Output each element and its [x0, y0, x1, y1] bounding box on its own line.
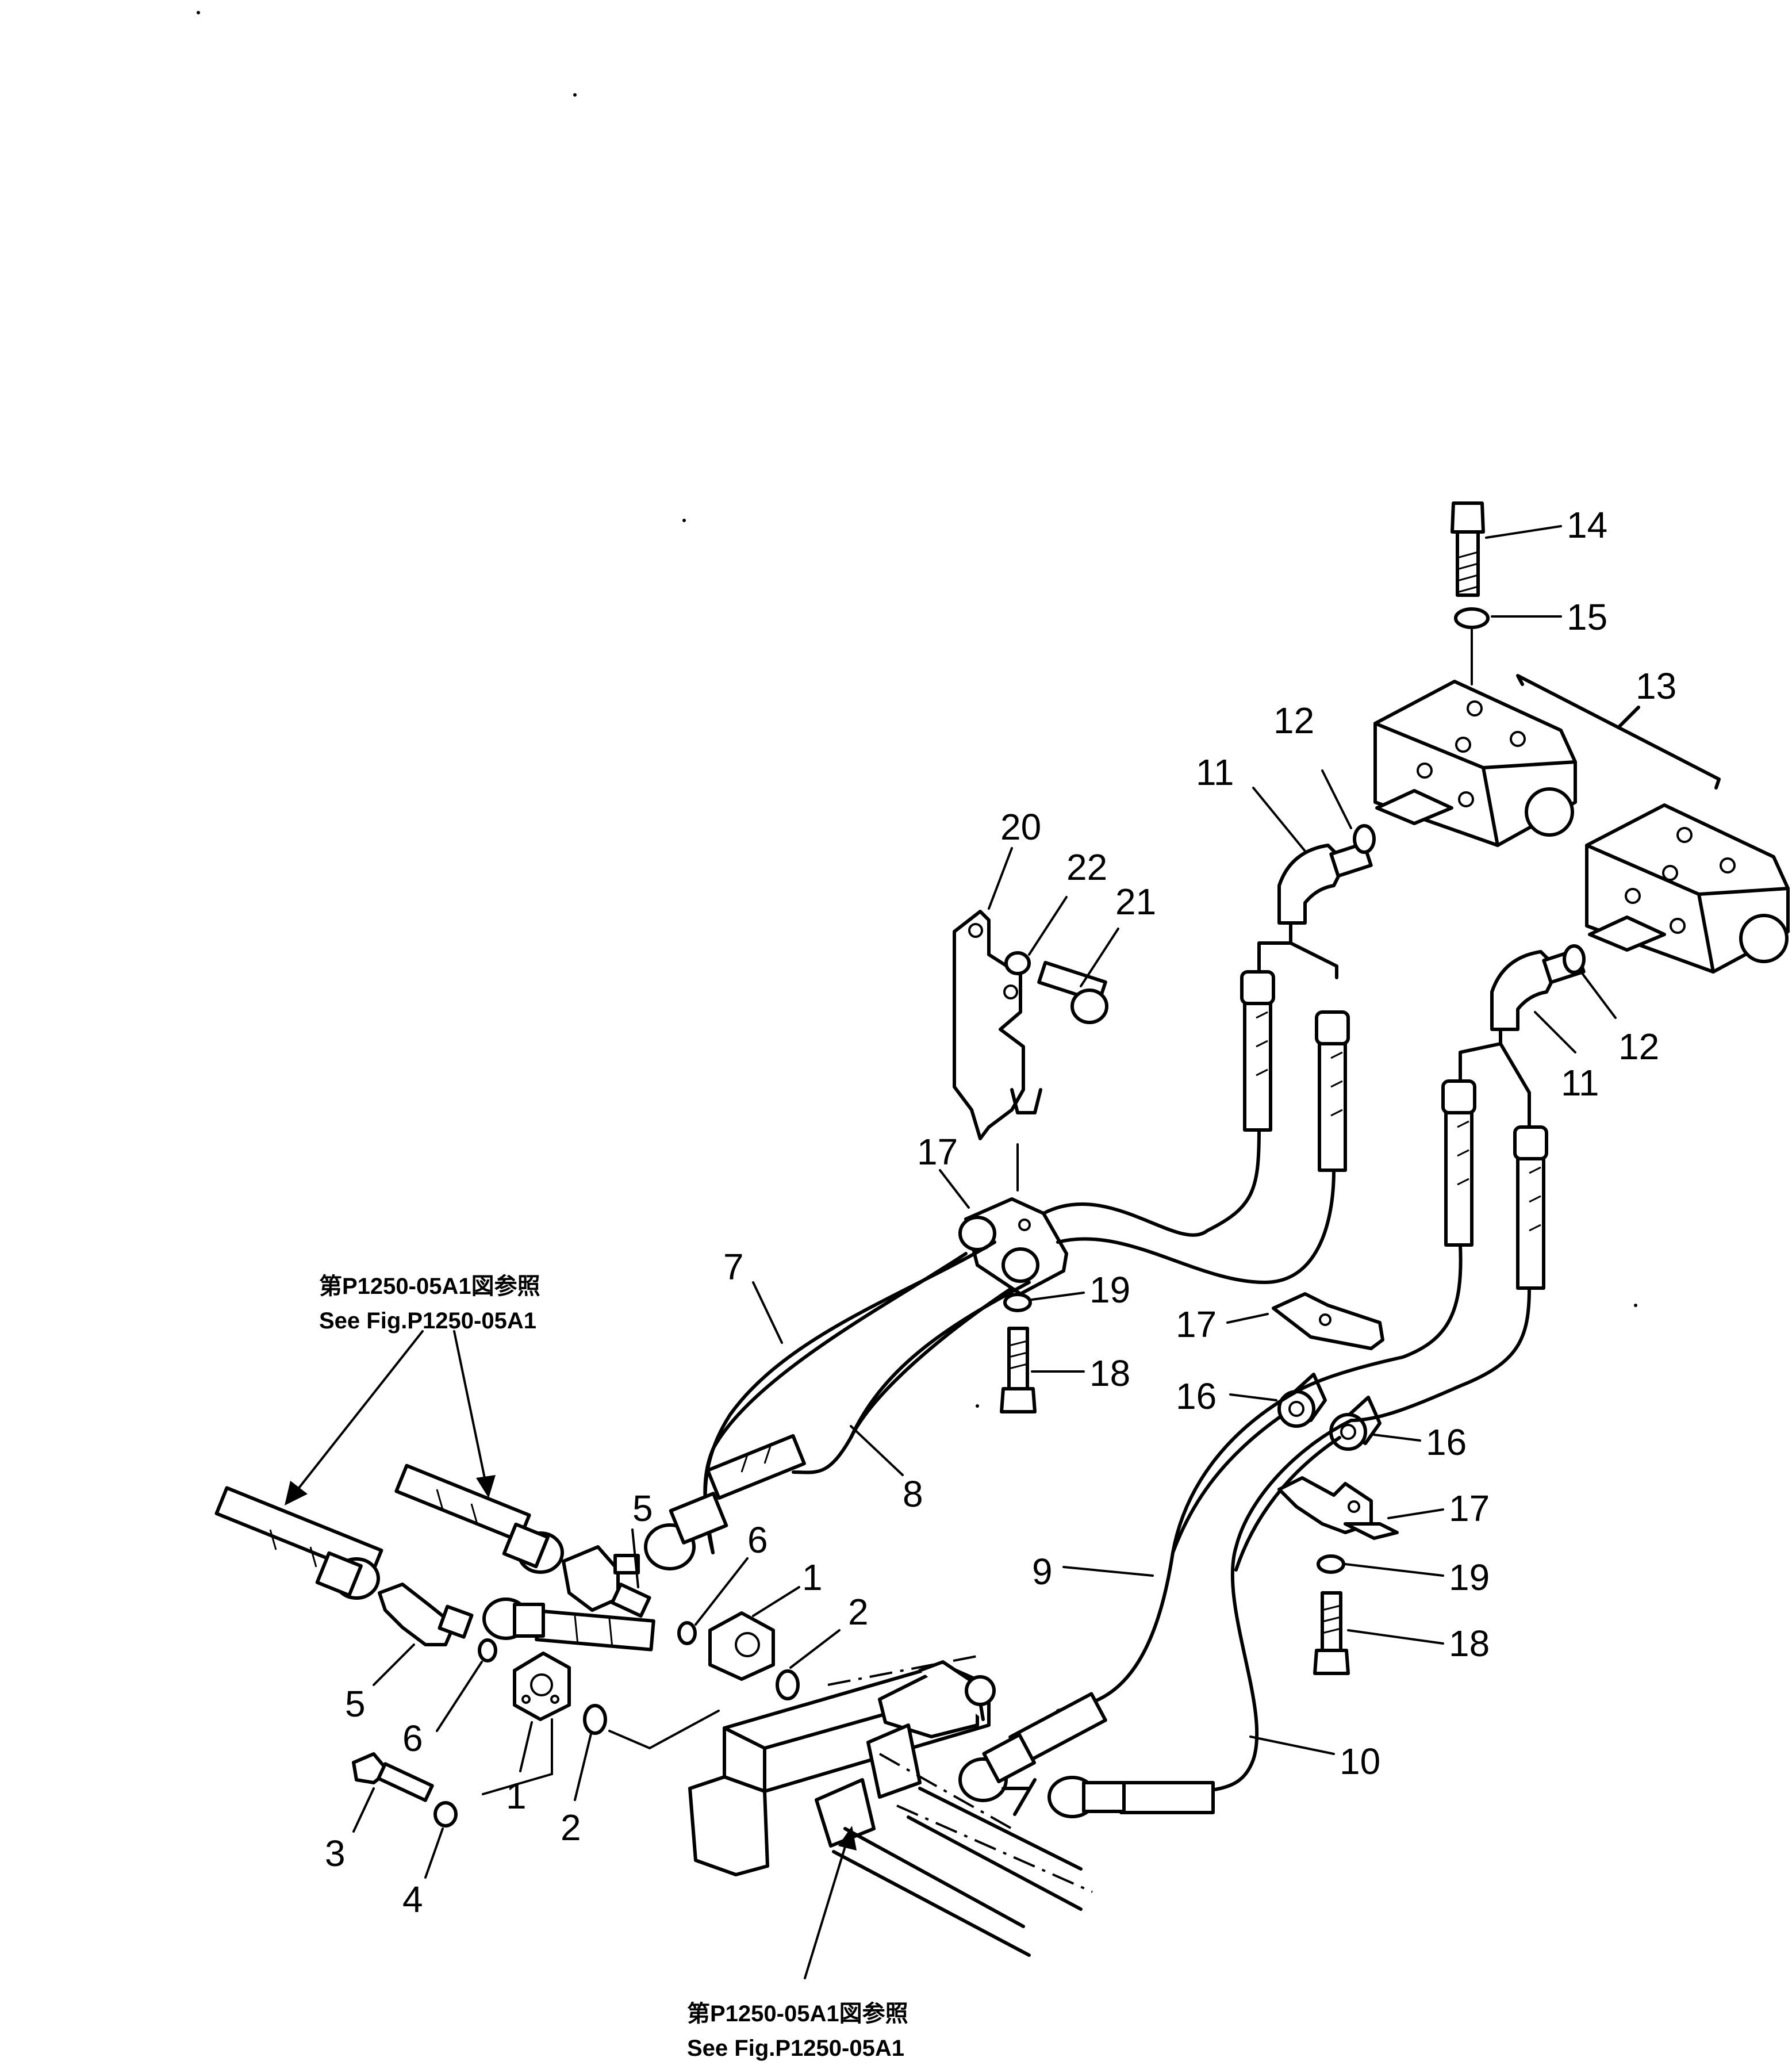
leader-lines: [352, 525, 1617, 1879]
callout-6: 6: [402, 1718, 423, 1759]
bracket-20: [953, 910, 1042, 1140]
bolt-21: [1037, 960, 1108, 1024]
reference-arrows: [285, 1330, 857, 1979]
washer-19-upper: [1003, 1293, 1032, 1312]
flange-1-left: [513, 1652, 571, 1721]
callout-20: 20: [1000, 806, 1041, 848]
reference-note-bottom-en: See Fig.P1250-05A1: [687, 2036, 904, 2061]
callout-10: 10: [1340, 1741, 1380, 1782]
clamp-16-right: [1329, 1396, 1382, 1451]
callout-11: 11: [1561, 1062, 1599, 1104]
o-ring-2-left: [583, 1704, 607, 1735]
hose-ref-left: [214, 1486, 383, 1600]
hose-10: [1200, 1286, 1531, 1793]
callout-12: 12: [1273, 700, 1314, 741]
clamp-17-upper: [958, 1197, 1068, 1296]
washer-19-lower: [1317, 1554, 1345, 1574]
hose-9-fitting: [958, 1692, 1107, 1802]
callout-19: 19: [1449, 1557, 1490, 1598]
reference-note-bottom-jp: 第P1250-05A1図参照: [687, 2001, 908, 2026]
callout-19: 19: [1089, 1269, 1130, 1311]
callout-3: 3: [325, 1833, 346, 1874]
bolt-3: [352, 1752, 434, 1802]
bolt-14: [1451, 501, 1485, 597]
hose-8: [792, 1281, 1031, 1474]
callout-8: 8: [903, 1473, 923, 1515]
callout-17: 17: [1176, 1304, 1217, 1345]
hose-7: [703, 1240, 996, 1554]
elbow-5-left: [378, 1583, 474, 1646]
callout-18: 18: [1089, 1353, 1130, 1394]
valve-block-lower: [1585, 803, 1790, 974]
hose-9: [1056, 1243, 1463, 1712]
callout-21: 21: [1115, 881, 1156, 922]
callout-1: 1: [506, 1775, 527, 1817]
reference-note-top-en: See Fig.P1250-05A1: [319, 1308, 536, 1334]
bolt-18-upper: [1000, 1327, 1037, 1413]
callout-13: 13: [1636, 665, 1676, 707]
valve-block-upper: [1373, 680, 1577, 847]
bolt-18-lower: [1313, 1591, 1350, 1675]
callout-17: 17: [917, 1131, 958, 1173]
callout-22: 22: [1066, 846, 1107, 888]
callout-6: 6: [747, 1519, 768, 1561]
o-ring-6-left: [478, 1638, 497, 1662]
callout-11: 11: [1196, 752, 1234, 793]
callout-5: 5: [345, 1683, 366, 1725]
reference-note-top-jp: 第P1250-05A1図参照: [319, 1274, 540, 1299]
o-ring-12-upper: [1353, 824, 1376, 854]
washer-22: [1004, 951, 1031, 975]
hose-10-fitting: [1047, 1776, 1215, 1818]
callout-16: 16: [1426, 1422, 1467, 1463]
callout-16: 16: [1176, 1376, 1217, 1417]
callout-7: 7: [723, 1246, 744, 1288]
o-ring-12-lower: [1563, 944, 1586, 974]
callout-9: 9: [1032, 1551, 1053, 1592]
callout-1: 1: [802, 1557, 823, 1598]
hose-8-fitting: [644, 1434, 806, 1570]
callout-12: 12: [1618, 1026, 1659, 1067]
hose-7-fitting: [482, 1597, 655, 1652]
o-ring-6-right: [677, 1621, 697, 1645]
callout-5: 5: [632, 1488, 653, 1529]
elbow-11-upper: [1277, 841, 1373, 925]
references: 第P1250-05A1図参照 See Fig.P1250-05A1 第P1250…: [319, 1274, 908, 2061]
callout-14: 14: [1567, 504, 1607, 546]
callout-18: 18: [1449, 1623, 1490, 1664]
washer-15: [1454, 607, 1490, 629]
control-valve: [688, 1660, 996, 1876]
clamp-17-lower: [1277, 1476, 1399, 1540]
hose-end-upper-left: [1240, 921, 1350, 1172]
hose-ref-upper: [394, 1463, 564, 1574]
flange-1-right: [708, 1611, 775, 1681]
callout-2: 2: [848, 1591, 869, 1633]
callout-2: 2: [561, 1807, 581, 1848]
washer-4: [433, 1801, 458, 1828]
o-ring-2-right: [776, 1669, 800, 1700]
callout-17: 17: [1449, 1488, 1490, 1529]
callout-4: 4: [402, 1879, 423, 1920]
hose-end-upper-right: [1441, 1028, 1548, 1290]
callout-15: 15: [1567, 596, 1607, 638]
elbow-5-right: [562, 1545, 651, 1618]
clamp-17-middle: [1272, 1292, 1384, 1350]
callouts: 14 15 13 12 11 12 11 20 22 21 17 7 19 17…: [325, 504, 1676, 1920]
